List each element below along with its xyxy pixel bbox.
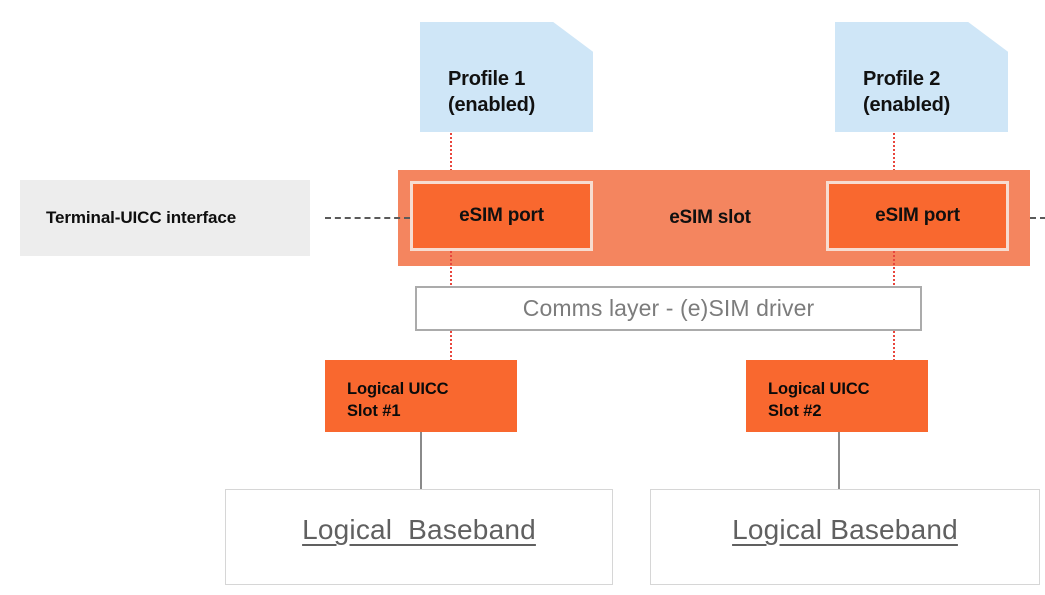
logical-uicc-slot-1[interactable]: Logical UICC Slot #1 (325, 360, 517, 432)
logical-baseband-2-label: Logical Baseband (732, 514, 958, 545)
logical-uicc-slot-2-line1: Logical UICC (768, 380, 870, 398)
connector-profile2-to-port2 (893, 133, 895, 171)
connector-uicc-slot2-to-baseband2 (838, 432, 840, 489)
logical-baseband-2[interactable]: Logical Baseband (650, 489, 1040, 585)
logical-baseband-1-label: Logical Baseband (302, 514, 536, 545)
logical-uicc-slot-2[interactable]: Logical UICC Slot #2 (746, 360, 928, 432)
esim-port-2[interactable]: eSIM port (826, 181, 1009, 251)
connector-uicc-slot1-to-baseband1 (420, 432, 422, 489)
logical-uicc-slot-2-line2: Slot #2 (768, 401, 822, 420)
profile-card-1-state: (enabled) (448, 94, 536, 116)
terminal-uicc-interface-box[interactable]: Terminal-UICC interface (20, 180, 310, 256)
logical-uicc-slot-1-line2: Slot #1 (347, 401, 401, 420)
logical-uicc-slot-1-line1: Logical UICC (347, 380, 449, 398)
profile-card-2-state: (enabled) (863, 94, 951, 116)
connector-slot-right-stub (1030, 217, 1045, 219)
profile-card-1[interactable]: Profile 1 (enabled) (420, 22, 593, 132)
profile-card-2[interactable]: Profile 2 (enabled) (835, 22, 1008, 132)
esim-port-1[interactable]: eSIM port (410, 181, 593, 251)
esim-slot-label: eSIM slot (669, 206, 751, 228)
comms-layer-box[interactable]: Comms layer - (e)SIM driver (415, 286, 922, 331)
profile-card-1-name: Profile 1 (448, 68, 526, 90)
profile-card-2-name: Profile 2 (863, 68, 941, 90)
logical-baseband-1[interactable]: Logical Baseband (225, 489, 613, 585)
connector-terminal-to-slot (325, 217, 410, 219)
connector-profile1-to-port1 (450, 133, 452, 171)
